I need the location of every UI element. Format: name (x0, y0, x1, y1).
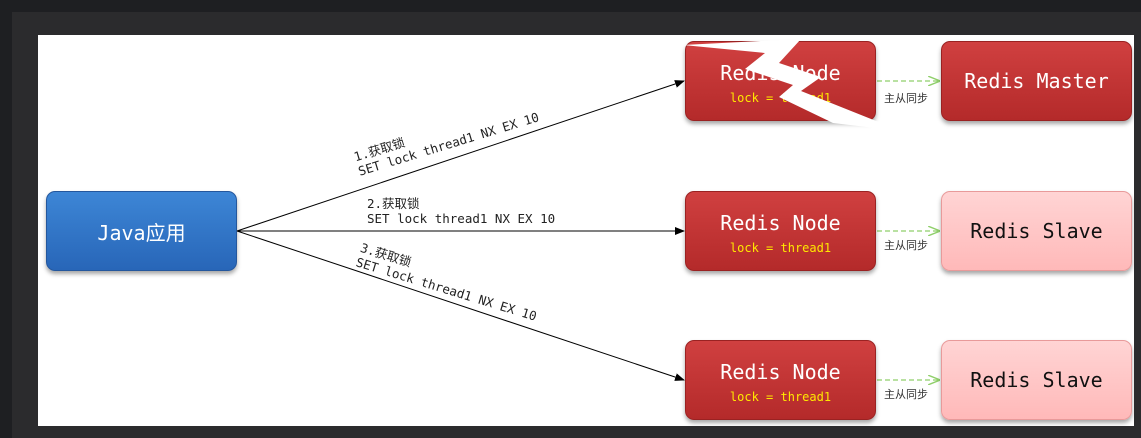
redis-master-box: Redis Master (941, 41, 1132, 121)
connector-layer (236, 35, 1134, 426)
redis-node-3-lock: lock = thread1 (729, 390, 832, 404)
sync-label-3: 主从同步 (884, 388, 928, 401)
window-left-bar (0, 12, 12, 438)
diagram-canvas: Java应用 1.获取锁 SET lock thread1 NX EX 10 2… (38, 35, 1134, 426)
redis-master-label: Redis Master (964, 69, 1109, 93)
redis-slave-box-2: Redis Slave (941, 340, 1132, 420)
redis-slave-box-1: Redis Slave (941, 191, 1132, 271)
edge-2-command: SET lock thread1 NX EX 10 (367, 211, 556, 226)
arrow-to-node-1 (236, 80, 685, 232)
edge-label-2: 2.获取锁 SET lock thread1 NX EX 10 (367, 196, 555, 226)
redis-node-3: Redis Node lock = thread1 (685, 340, 876, 420)
redis-slave-1-label: Redis Slave (970, 219, 1103, 243)
edge-2-step: 2.获取锁 (367, 196, 420, 211)
redis-node-2: Redis Node lock = thread1 (685, 191, 876, 271)
window-top-bar (0, 0, 1141, 12)
redis-node-2-title: Redis Node (720, 211, 841, 235)
sync-label-2: 主从同步 (884, 239, 928, 252)
arrow-to-node-3 (236, 230, 685, 381)
redis-node-2-lock: lock = thread1 (729, 241, 832, 255)
sync-label-1: 主从同步 (884, 92, 928, 105)
java-app-box: Java应用 (46, 191, 237, 271)
redis-node-3-title: Redis Node (720, 360, 841, 384)
redis-slave-2-label: Redis Slave (970, 368, 1103, 392)
lightning-break-icon (683, 39, 883, 129)
java-app-label: Java应用 (97, 220, 186, 245)
